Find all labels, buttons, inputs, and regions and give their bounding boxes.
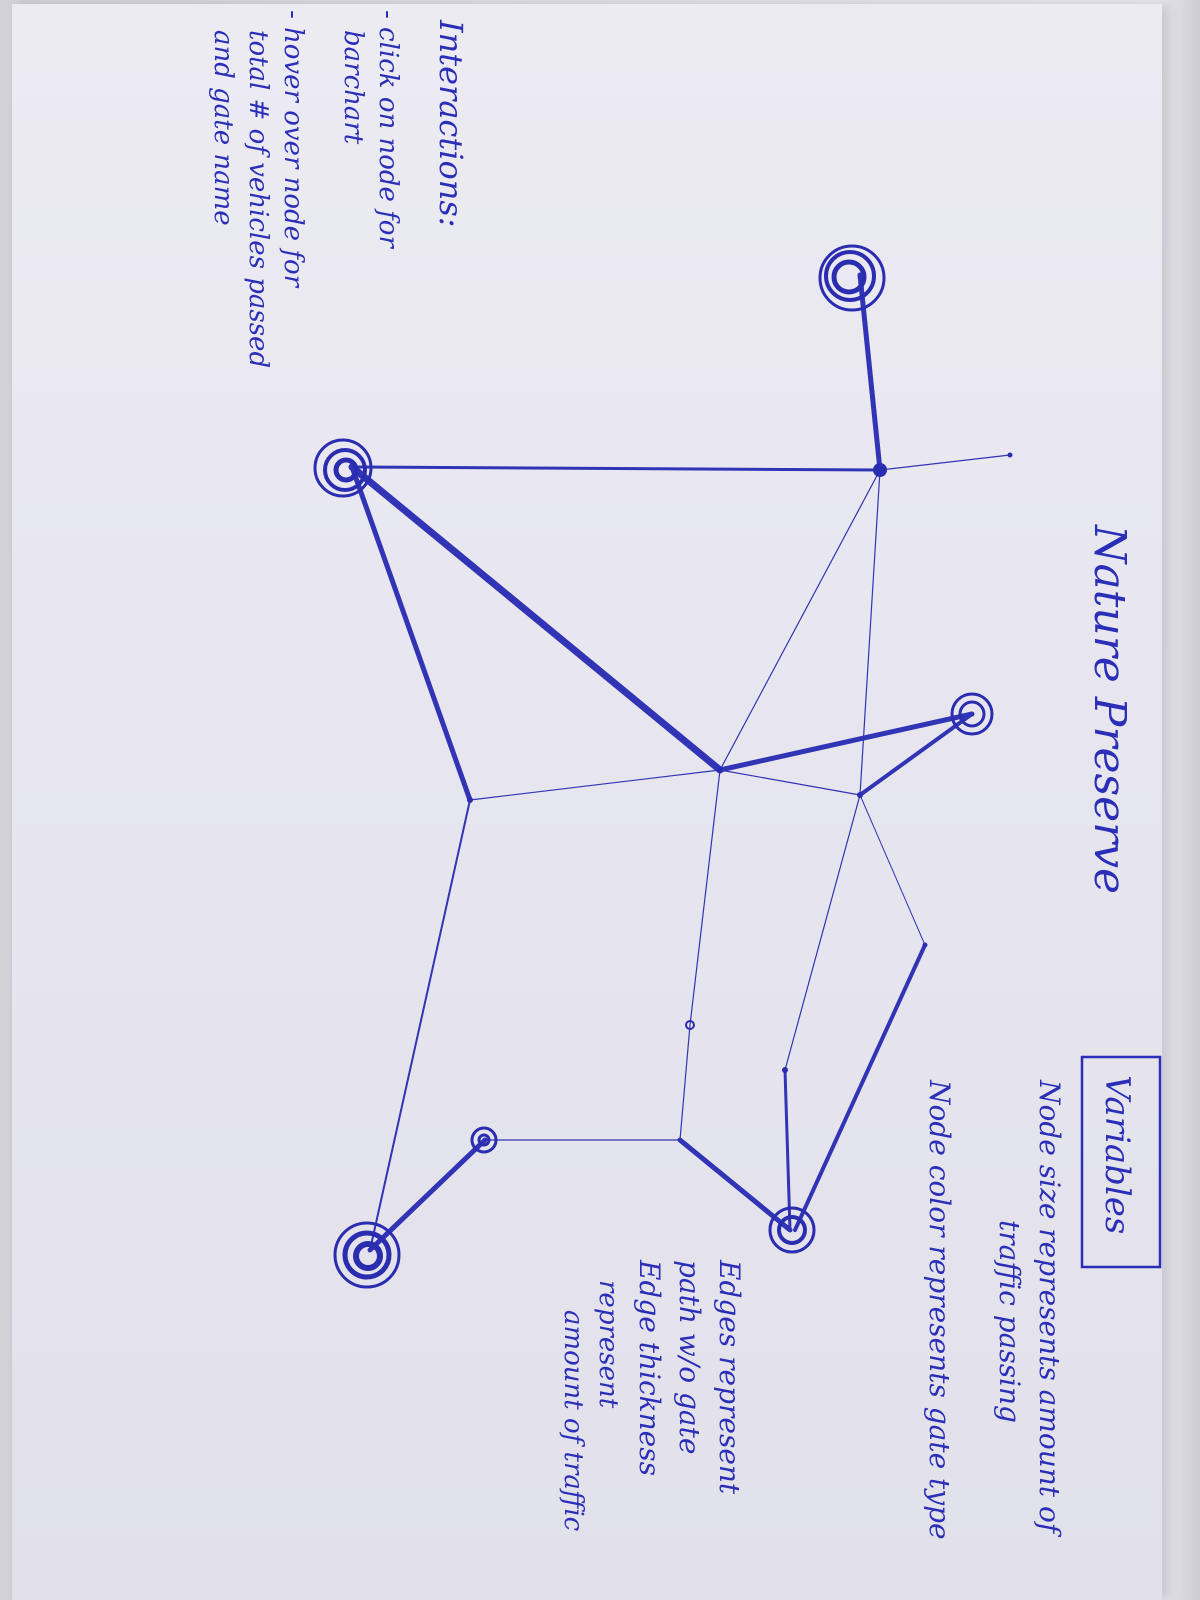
nodes xyxy=(313,244,1013,1289)
interactions-line-3: - hover over node for xyxy=(278,10,308,289)
edge xyxy=(879,454,1011,471)
edge xyxy=(689,769,721,1026)
variables-legend: Variables xyxy=(1080,1055,1162,1269)
variables-notes: Node size represents amount of traffic p… xyxy=(558,1079,1066,1540)
junction-node[interactable] xyxy=(782,1067,788,1073)
edge xyxy=(679,1024,691,1141)
junction-node[interactable] xyxy=(857,792,863,798)
variables-line-2: traffic passing xyxy=(993,1220,1026,1423)
edge xyxy=(469,769,721,801)
edge xyxy=(719,469,881,771)
paper-sheet xyxy=(12,4,1162,1600)
junction-node[interactable] xyxy=(467,797,473,803)
node-large[interactable] xyxy=(313,438,373,498)
edge xyxy=(349,464,473,803)
paper-edge-shadow xyxy=(1160,0,1200,1600)
junction-node[interactable] xyxy=(717,767,723,773)
junction-node[interactable] xyxy=(873,463,887,477)
edge xyxy=(859,469,881,796)
edge xyxy=(858,712,974,797)
junction-node[interactable] xyxy=(685,1020,695,1030)
variables-line-8: amount of traffic xyxy=(558,1310,588,1532)
edge xyxy=(783,1068,792,1232)
edge xyxy=(369,799,471,1251)
variables-box xyxy=(1080,1055,1162,1269)
interactions-line-4: total # of vehicles passed xyxy=(243,30,273,368)
variables-line-5: path w/o gate xyxy=(673,1260,706,1454)
variables-line-1: Node size represents amount of xyxy=(1033,1079,1066,1538)
node-large[interactable] xyxy=(333,1221,401,1289)
interactions-line-1: - click on node for xyxy=(373,10,403,249)
node-large[interactable] xyxy=(818,244,886,312)
edges xyxy=(348,272,1011,1253)
interactions-line-2: barchart xyxy=(338,30,368,145)
title-group: Nature Preserve xyxy=(1084,524,1135,894)
interactions-line-5: and gate name xyxy=(208,30,238,226)
edge xyxy=(367,1137,488,1253)
variables-heading: Variables xyxy=(1097,1075,1137,1234)
node-medium[interactable] xyxy=(950,692,994,736)
edge xyxy=(717,711,975,773)
edge xyxy=(859,794,926,946)
junction-node[interactable] xyxy=(922,942,928,948)
node-medium[interactable] xyxy=(768,1206,816,1254)
edge xyxy=(793,943,927,1232)
edge xyxy=(784,794,861,1071)
edge xyxy=(348,463,724,774)
edge xyxy=(719,769,861,796)
variables-line-3: Node color represents gate type xyxy=(923,1079,956,1540)
interactions-notes: Interactions: - click on node for barcha… xyxy=(208,10,470,368)
interactions-heading: Interactions: xyxy=(432,19,470,228)
node-small[interactable] xyxy=(470,1126,498,1154)
edge xyxy=(350,465,882,472)
page-title: Nature Preserve xyxy=(1084,524,1135,894)
variables-line-6: Edge thickness xyxy=(633,1259,666,1476)
variables-line-7: represent xyxy=(593,1280,623,1409)
variables-line-4: Edges represent xyxy=(713,1259,746,1495)
junction-node[interactable] xyxy=(1007,452,1013,458)
edge xyxy=(677,1137,793,1233)
